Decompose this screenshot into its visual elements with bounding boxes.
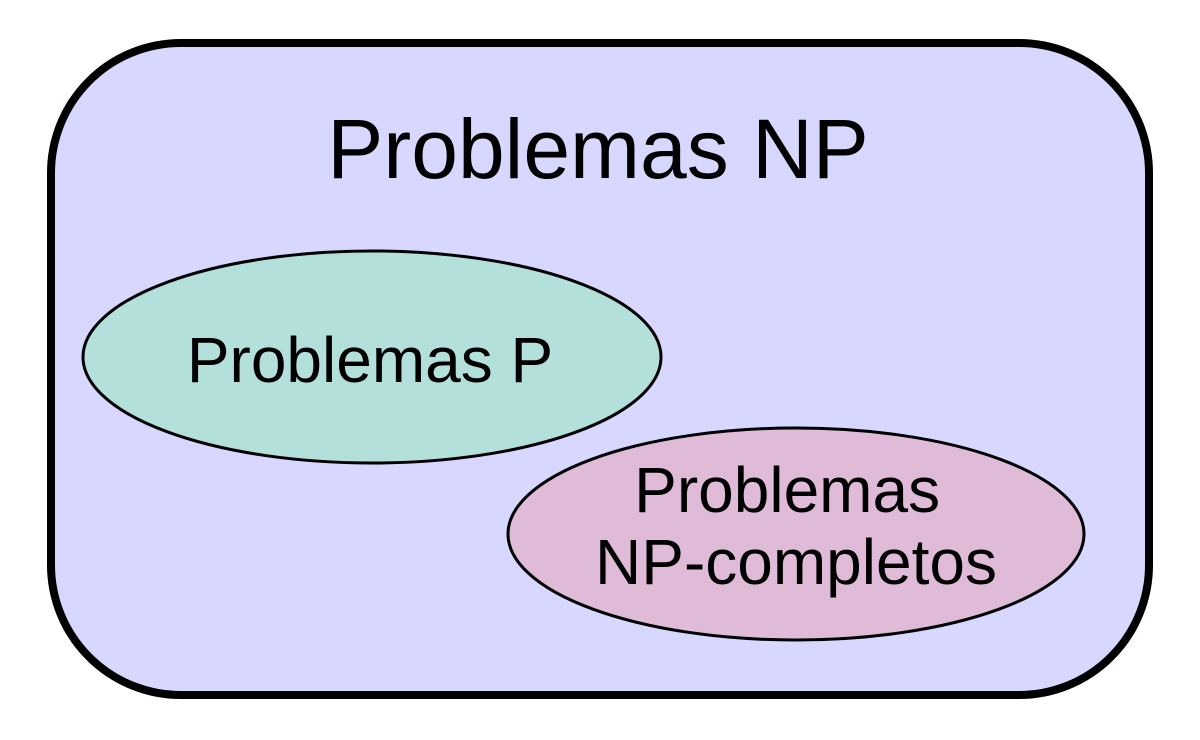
np-complete-label-line-1: Problemas [634,454,940,526]
p-set-label: Problemas P [187,324,553,396]
np-complete-set-label: Problemas NP-completos [595,454,997,598]
np-complete-set-region [506,426,1086,642]
np-complete-label-line-2: NP-completos [595,526,997,598]
np-set-label: Problemas NP [327,102,869,196]
p-set-region [81,249,663,465]
